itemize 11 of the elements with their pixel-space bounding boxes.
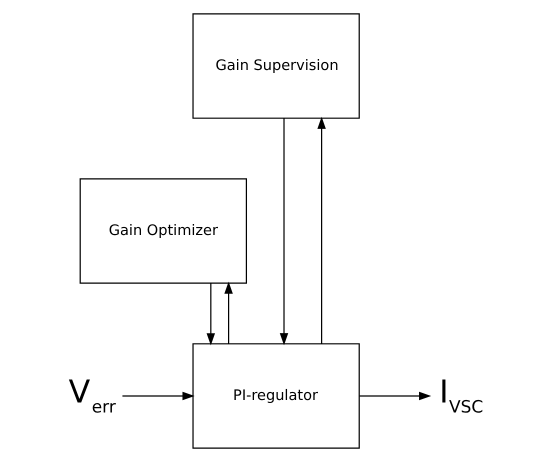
arrow bbox=[224, 281, 232, 344]
node-text: I$_{VSC}$ bbox=[438, 374, 483, 417]
arrow bbox=[206, 282, 215, 345]
arrow bbox=[359, 391, 431, 400]
arrow bbox=[122, 391, 194, 400]
node-box: PI-regulator bbox=[192, 342, 360, 448]
node-box: Gain Supervision bbox=[192, 12, 360, 118]
arrow bbox=[316, 116, 326, 344]
arrow bbox=[279, 118, 288, 345]
node-text: V$_{err}$ bbox=[68, 374, 116, 417]
node-box: Gain Optimizer bbox=[79, 178, 246, 284]
